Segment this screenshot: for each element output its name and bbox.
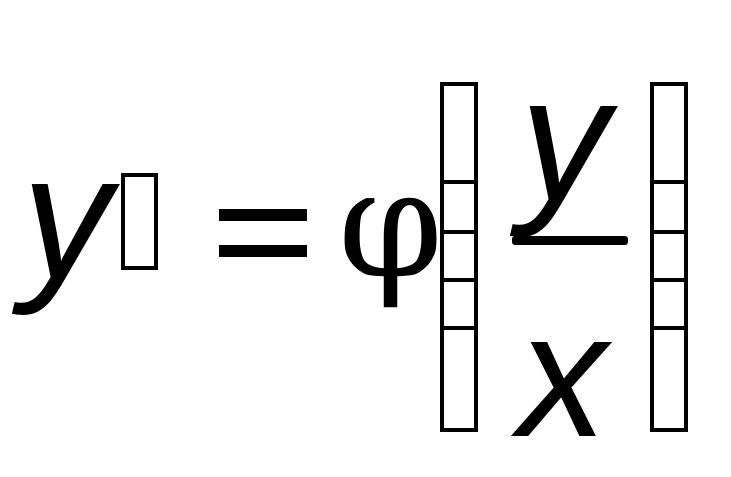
equals-bottom-bar [219, 245, 307, 257]
right-bracket-segment [650, 278, 688, 330]
right-bracket-segment [650, 230, 688, 282]
denominator-x: x [518, 275, 607, 474]
left-bracket-placeholder [440, 82, 478, 432]
numerator-y: y [520, 39, 609, 238]
left-bracket-segment [440, 82, 478, 184]
left-bracket-segment [440, 180, 478, 234]
fraction-bar [512, 236, 628, 245]
phi-symbol: φ [338, 138, 444, 312]
left-bracket-segment [440, 326, 478, 432]
right-bracket-segment [650, 180, 688, 234]
equals-top-bar [219, 209, 307, 221]
right-bracket-placeholder [650, 82, 688, 432]
left-bracket-segment [440, 230, 478, 282]
left-bracket-segment [440, 278, 478, 330]
right-bracket-segment [650, 82, 688, 184]
right-bracket-segment [650, 326, 688, 432]
lhs-variable-y: y [22, 117, 111, 316]
missing-glyph-box [121, 173, 158, 270]
